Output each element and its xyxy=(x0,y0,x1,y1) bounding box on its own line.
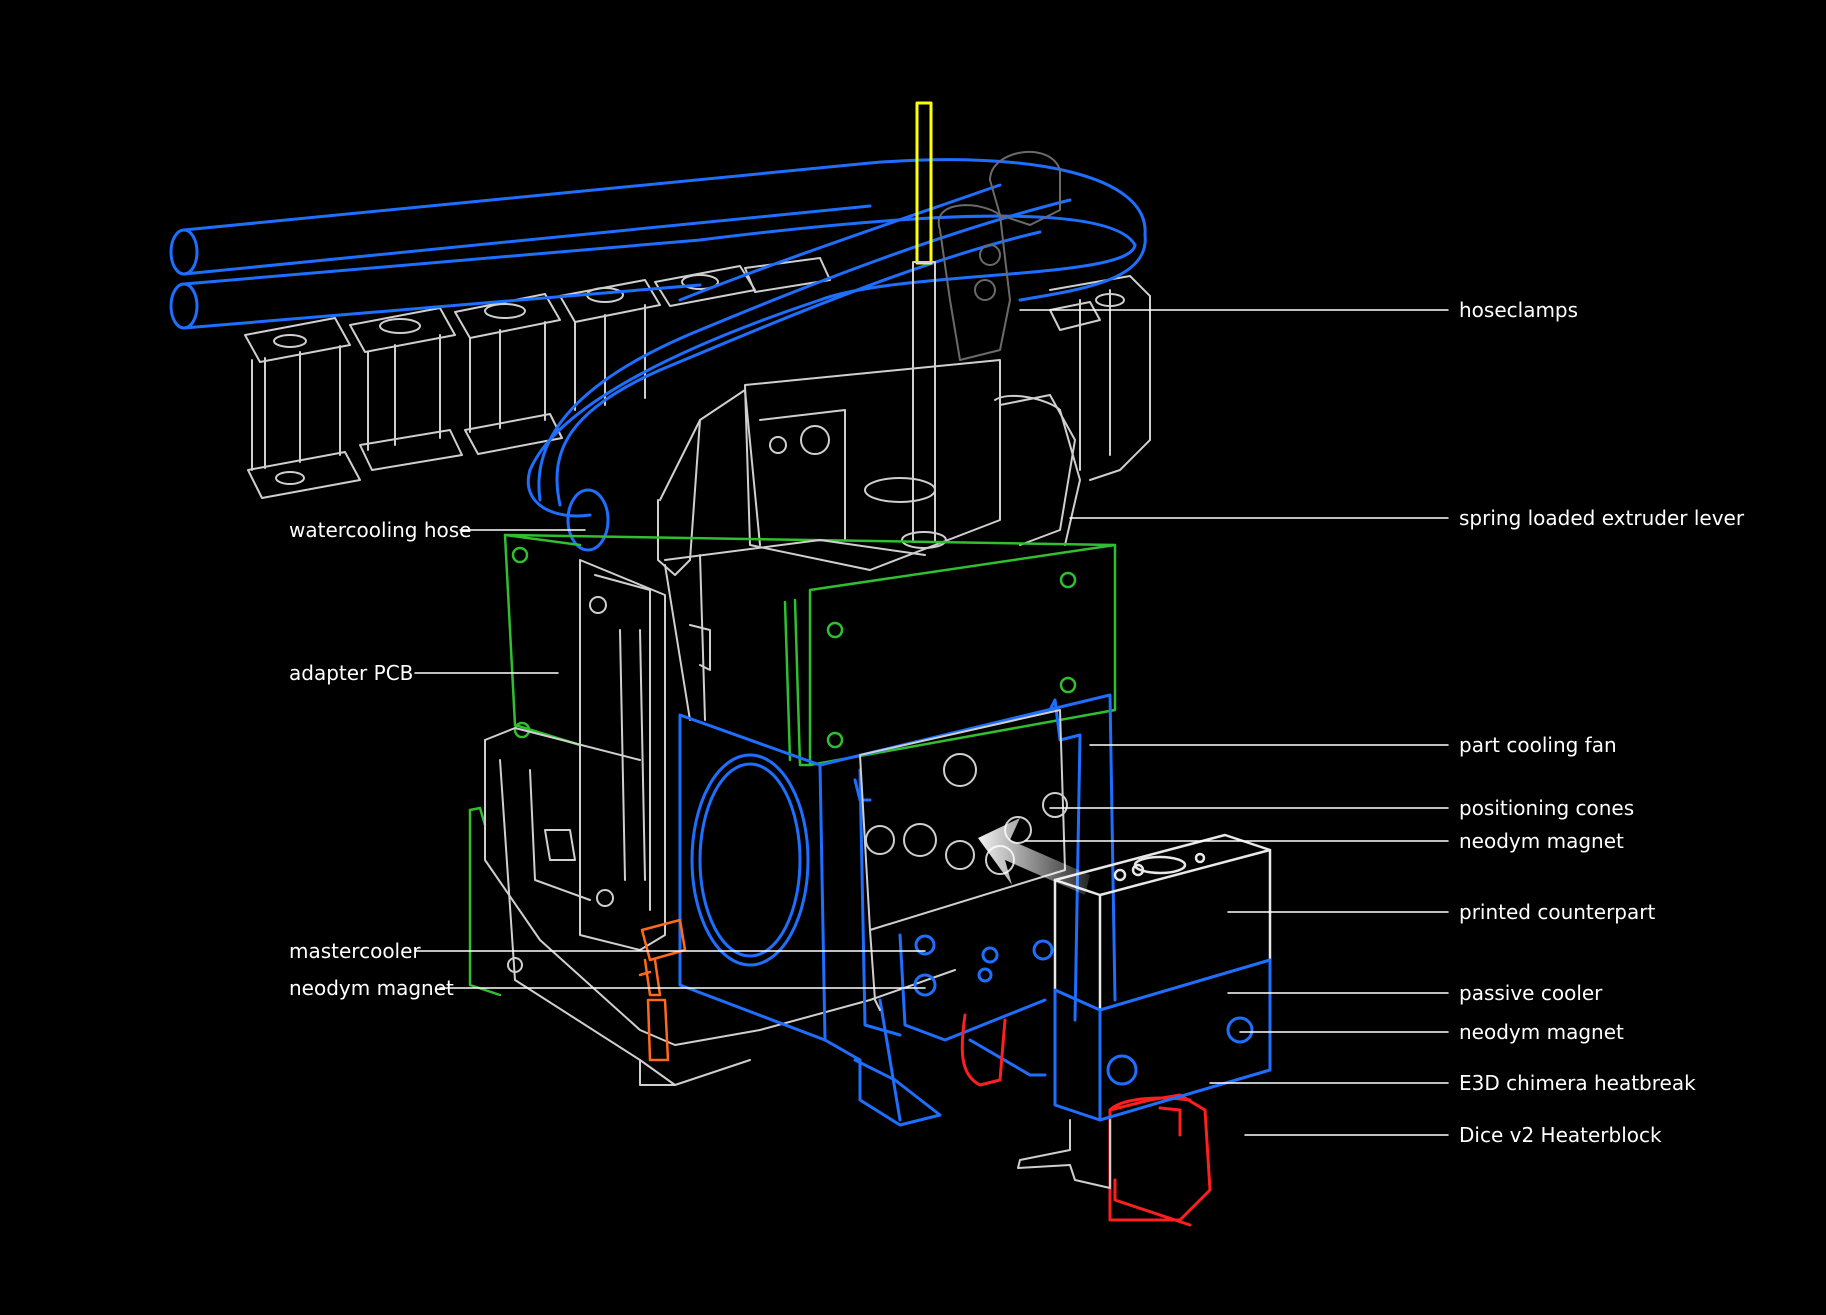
label-dice-v2-heaterblock: Dice v2 Heaterblock xyxy=(1459,1123,1662,1147)
fan-housing xyxy=(678,693,1117,1127)
label-adapter-pcb: adapter PCB xyxy=(289,661,414,685)
label-passive-cooler: passive cooler xyxy=(1459,981,1603,1005)
label-watercooling-hose: watercooling hose xyxy=(289,518,472,542)
label-neodym-magnet-right-1: neodym magnet xyxy=(1459,829,1624,853)
connectors xyxy=(638,918,687,1062)
passive-cooler xyxy=(1053,958,1272,1122)
heaterblock xyxy=(960,1013,1212,1227)
insertion-arrow-icon xyxy=(978,818,1090,895)
label-spring-loaded-extruder-lever: spring loaded extruder lever xyxy=(1459,506,1745,530)
printed-counterpart xyxy=(1053,833,1272,1012)
watercooling-hoses xyxy=(169,158,1147,552)
hoseclamps xyxy=(937,150,1061,361)
label-part-cooling-fan: part cooling fan xyxy=(1459,733,1617,757)
label-e3d-chimera-heatbreak: E3D chimera heatbreak xyxy=(1459,1071,1696,1095)
hotend-bracket xyxy=(1017,1119,1111,1189)
label-hoseclamps: hoseclamps xyxy=(1459,298,1579,322)
label-neodym-magnet-left: neodym magnet xyxy=(289,976,454,1000)
label-printed-counterpart: printed counterpart xyxy=(1459,900,1656,924)
label-neodym-magnet-right-2: neodym magnet xyxy=(1459,1020,1624,1044)
extruder-body xyxy=(657,359,1081,576)
leader-lines xyxy=(414,309,1449,1136)
label-mastercooler: mastercooler xyxy=(289,939,421,963)
adapter-pcb xyxy=(468,533,1117,997)
mastercooler-frame xyxy=(484,539,956,1086)
label-positioning-cones: positioning cones xyxy=(1459,796,1635,820)
